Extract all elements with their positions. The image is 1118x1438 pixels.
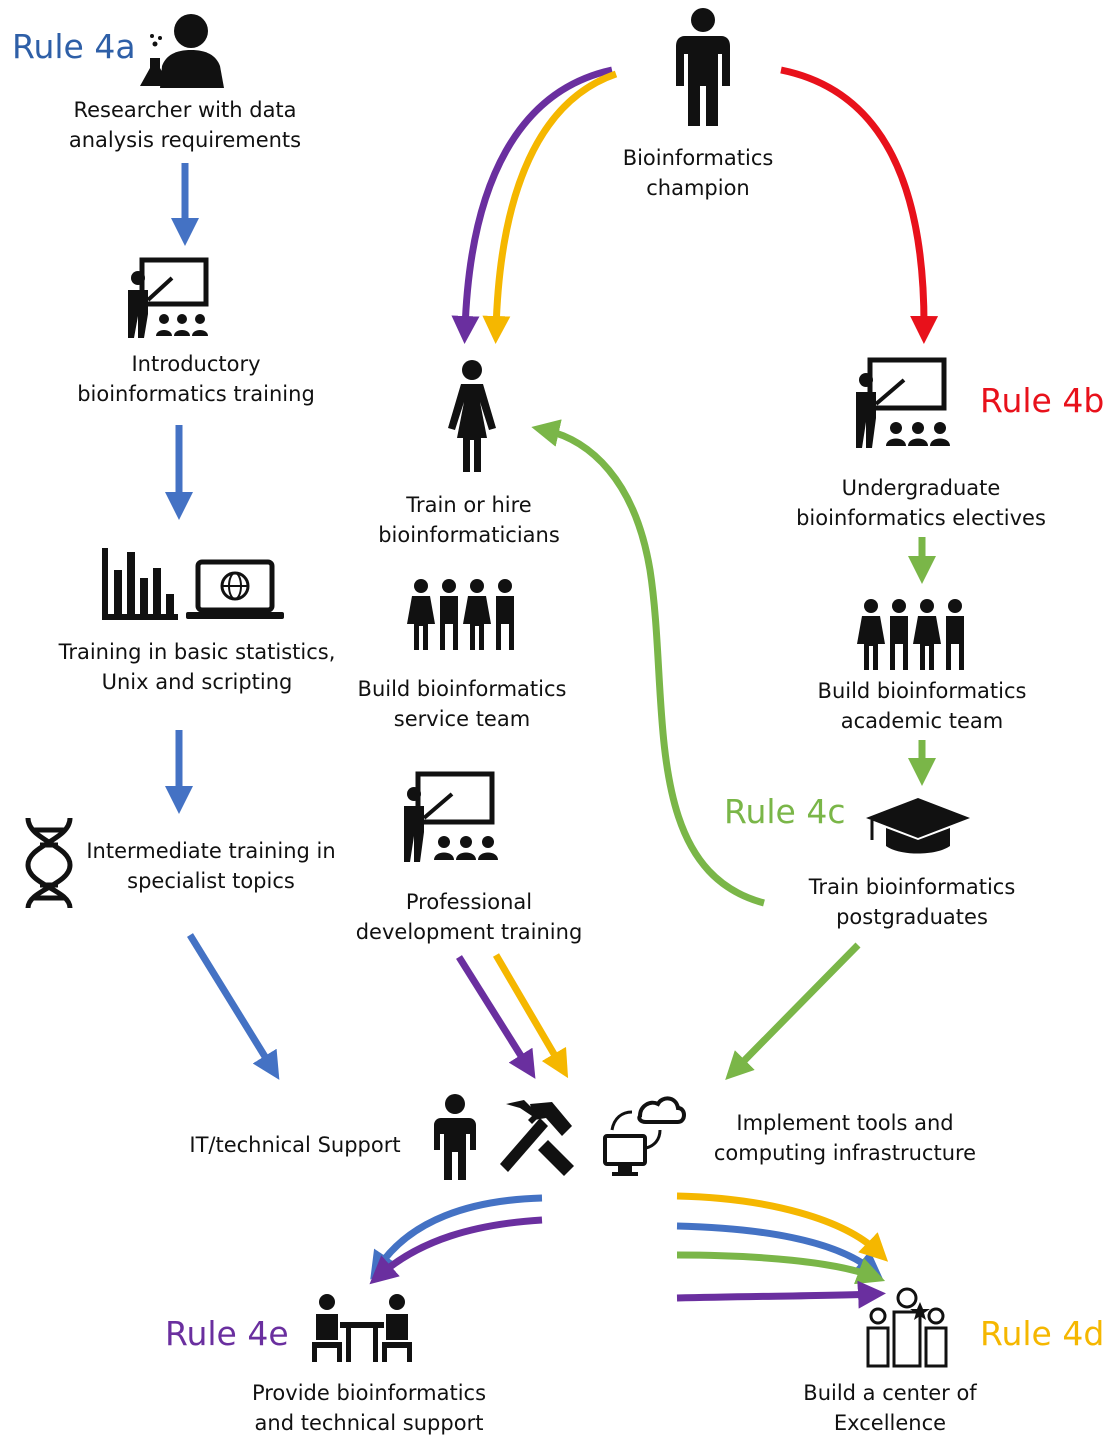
rule-4c-label: Rule 4c <box>724 792 846 831</box>
node-provide-support-line2: and technical support <box>254 1411 484 1435</box>
rule-4a-label: Rule 4a <box>12 27 136 66</box>
arrow-postgrad-to-train-hire <box>531 419 765 907</box>
node-prof-dev: Professional development training <box>334 887 604 947</box>
node-train-hire-line2: bioinformaticians <box>378 523 560 547</box>
node-intro-training-line2: bioinformatics training <box>77 382 315 406</box>
node-train-hire: Train or hire bioinformaticians <box>344 490 594 550</box>
node-implement: Implement tools and computing infrastruc… <box>700 1108 990 1168</box>
node-researcher-line2: analysis requirements <box>68 128 302 152</box>
team-star-icon <box>866 1287 948 1368</box>
arrow-champion-red <box>780 66 939 344</box>
node-it-support-line1: IT/technical Support <box>189 1133 401 1157</box>
node-postgrad-line1: Train bioinformatics <box>808 875 1016 899</box>
node-service-team-line2: service team <box>393 707 531 731</box>
node-academic-team-line1: Build bioinformatics <box>817 679 1027 703</box>
graduation-cap-icon <box>866 798 970 854</box>
arrow-intermediate-to-it <box>187 933 280 1080</box>
rule-4b-label: Rule 4b <box>980 381 1105 420</box>
scientist-icon <box>140 14 224 88</box>
teacher-classroom-icon <box>404 771 498 862</box>
node-postgrad-line2: postgraduates <box>836 905 988 929</box>
node-basic-training: Training in basic statistics, Unix and s… <box>42 637 352 697</box>
node-intro-training: Introductory bioinformatics training <box>46 349 346 409</box>
node-center-line1: Build a center of <box>803 1381 977 1405</box>
person-icon <box>676 8 730 126</box>
node-postgrad: Train bioinformatics postgraduates <box>782 872 1042 932</box>
node-academic-team: Build bioinformatics academic team <box>792 676 1052 736</box>
arrow-purple-to-center <box>676 1280 886 1309</box>
node-center: Build a center of Excellence <box>775 1378 1005 1438</box>
node-intermediate-line1: Intermediate training in <box>86 839 336 863</box>
node-service-team: Build bioinformatics service team <box>332 674 592 734</box>
teacher-classroom-icon <box>128 257 209 338</box>
teacher-classroom-icon <box>856 357 950 448</box>
node-train-hire-line1: Train or hire <box>406 493 532 517</box>
arrow-blue-to-support <box>370 1194 543 1280</box>
arrow-profdev-yellow <box>492 953 569 1079</box>
node-basic-training-line2: Unix and scripting <box>101 670 293 694</box>
node-service-team-line1: Build bioinformatics <box>357 677 567 701</box>
node-intro-training-line1: Introductory <box>131 352 261 376</box>
node-implement-line1: Implement tools and <box>736 1111 954 1135</box>
node-intermediate: Intermediate training in specialist topi… <box>76 836 346 896</box>
dna-icon <box>25 817 73 909</box>
node-champion: Bioinformatics champion <box>588 143 808 203</box>
node-champion-line2: champion <box>646 176 750 200</box>
node-intermediate-line2: specialist topics <box>127 869 295 893</box>
node-provide-support: Provide bioinformatics and technical sup… <box>234 1378 504 1438</box>
node-undergrad: Undergraduate bioinformatics electives <box>786 473 1056 533</box>
tools-cloud-icon <box>434 1094 686 1180</box>
group-icon <box>407 579 514 650</box>
node-provide-support-line1: Provide bioinformatics <box>251 1381 487 1405</box>
group-icon <box>857 599 964 670</box>
node-undergrad-line2: bioinformatics electives <box>796 506 1046 530</box>
node-center-line2: Excellence <box>833 1411 947 1435</box>
node-it-support: IT/technical Support <box>180 1130 410 1160</box>
node-implement-line2: computing infrastructure <box>713 1141 977 1165</box>
woman-icon <box>448 360 496 472</box>
arrow-champion-yellow <box>482 70 618 344</box>
arrow-green-to-center <box>676 1251 886 1285</box>
node-researcher-line1: Researcher with data <box>73 98 297 122</box>
arrow-purple-to-support <box>369 1216 543 1285</box>
rule-4e-label: Rule 4e <box>165 1314 289 1353</box>
node-undergrad-line1: Undergraduate <box>841 476 1001 500</box>
arrow-profdev-purple <box>456 955 536 1079</box>
rule-4d-label: Rule 4d <box>980 1314 1105 1353</box>
meeting-icon <box>312 1294 412 1362</box>
node-basic-training-line1: Training in basic statistics, <box>58 640 336 664</box>
node-prof-dev-line1: Professional <box>405 890 533 914</box>
node-prof-dev-line2: development training <box>355 920 583 944</box>
node-champion-line1: Bioinformatics <box>622 146 774 170</box>
arrow-yellow-to-center <box>676 1192 889 1262</box>
bar-chart-laptop-icon <box>102 548 284 620</box>
node-researcher: Researcher with data analysis requiremen… <box>35 95 335 155</box>
arrow-blue-to-center <box>676 1222 883 1279</box>
arrow-champion-purple <box>451 66 613 344</box>
node-academic-team-line2: academic team <box>840 709 1004 733</box>
arrow-postgrad-to-implement <box>725 942 861 1080</box>
